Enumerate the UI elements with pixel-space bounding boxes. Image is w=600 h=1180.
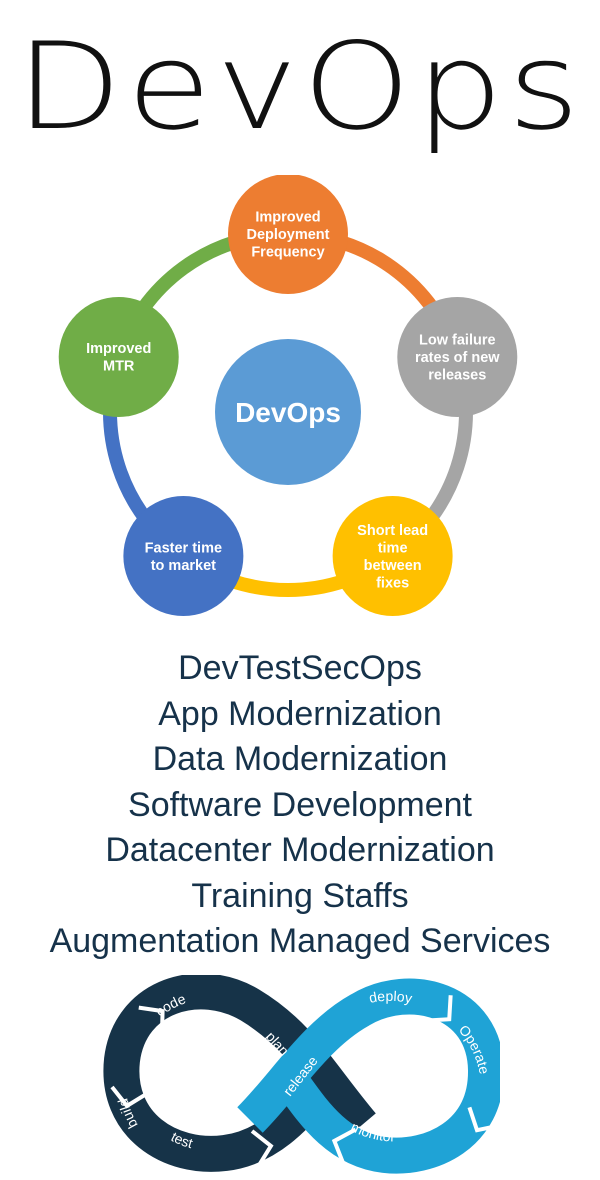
cycle-node-label: fixes	[376, 575, 409, 591]
service-item: Datacenter Modernization	[105, 831, 495, 869]
services-list: DevTestSecOps App Modernization Data Mod…	[0, 646, 600, 965]
loop-chevron	[331, 1127, 357, 1165]
loop-right-ops	[237, 978, 500, 1174]
cycle-node-label: Improved	[86, 341, 151, 357]
loop-chevron	[110, 1085, 149, 1109]
cycle-node: Faster time to market	[123, 496, 244, 617]
cycle-node-label: Low failure	[419, 332, 496, 348]
cycle-node-label: to market	[151, 558, 216, 574]
devops-center-circle	[215, 339, 361, 485]
cycle-node-label: Deployment	[247, 227, 330, 243]
service-item: DevTestSecOps	[178, 649, 422, 687]
cycle-node-label: Short lead	[357, 523, 428, 539]
cycle-node-circle	[332, 496, 453, 617]
cycle-node-label: time	[378, 540, 408, 556]
cycle-node-circle	[123, 496, 244, 617]
loop-left-dev	[103, 975, 376, 1172]
loop-chevron	[425, 995, 453, 1023]
loop-arrows	[110, 995, 500, 1168]
page-title: DevOps	[15, 18, 585, 157]
cycle-node-label: rates of new	[415, 350, 500, 366]
service-item: Data Modernization	[152, 740, 448, 778]
service-item: Augmentation Managed Services	[49, 922, 551, 960]
service-item: Software Development	[128, 785, 472, 824]
cycle-node-label: Faster time	[145, 540, 222, 556]
devops-center-label: DevOps	[235, 397, 341, 428]
cycle-node-label: MTR	[103, 359, 135, 375]
loop-label-test: test	[169, 1128, 195, 1151]
cycle-node-label: Improved	[255, 210, 320, 226]
devops-infinity-loop: code build test plan release deploy Oper…	[103, 975, 500, 1174]
service-item: App Modernization	[158, 694, 442, 733]
cycle-node-label: releases	[428, 367, 486, 383]
cycle-node-circle	[228, 175, 348, 294]
cycle-node-label: between	[364, 558, 422, 574]
cycle-node-circle	[58, 296, 179, 417]
loop-chevron	[467, 1106, 500, 1133]
loop-chevron	[138, 1005, 165, 1036]
loop-chevron	[250, 1129, 274, 1168]
cycle-node-circle	[397, 296, 518, 417]
loop-label-deploy: deploy	[368, 988, 414, 1006]
service-item: Training Staffs	[191, 876, 409, 915]
cycle-node-label: Frequency	[251, 245, 324, 261]
